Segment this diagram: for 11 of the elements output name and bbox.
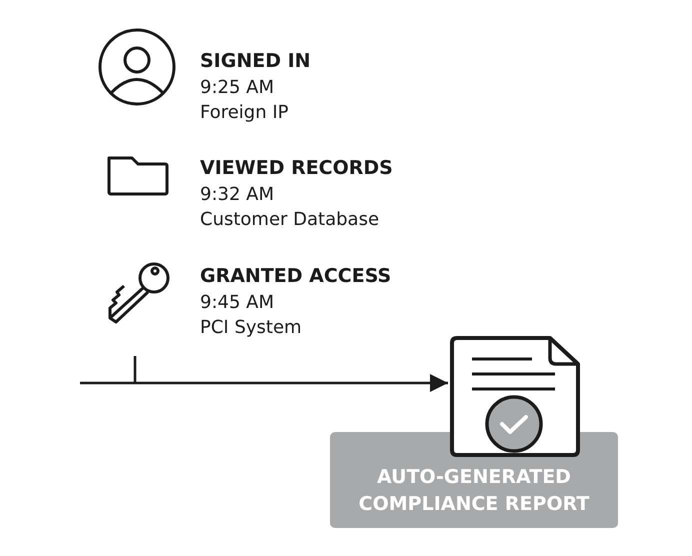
event-title: VIEWED RECORDS bbox=[200, 157, 393, 179]
document-icon bbox=[450, 336, 580, 457]
event-title: GRANTED ACCESS bbox=[200, 265, 392, 287]
event-detail: Customer Database bbox=[200, 209, 380, 230]
event-title: SIGNED IN bbox=[200, 50, 311, 72]
event-detail: PCI System bbox=[200, 317, 302, 338]
event-time: 9:32 AM bbox=[200, 184, 274, 205]
event-time: 9:45 AM bbox=[200, 292, 274, 313]
banner-text: AUTO-GENERATED COMPLIANCE REPORT bbox=[358, 465, 590, 517]
event-time: 9:25 AM bbox=[200, 77, 274, 98]
event-detail: Foreign IP bbox=[200, 102, 289, 123]
